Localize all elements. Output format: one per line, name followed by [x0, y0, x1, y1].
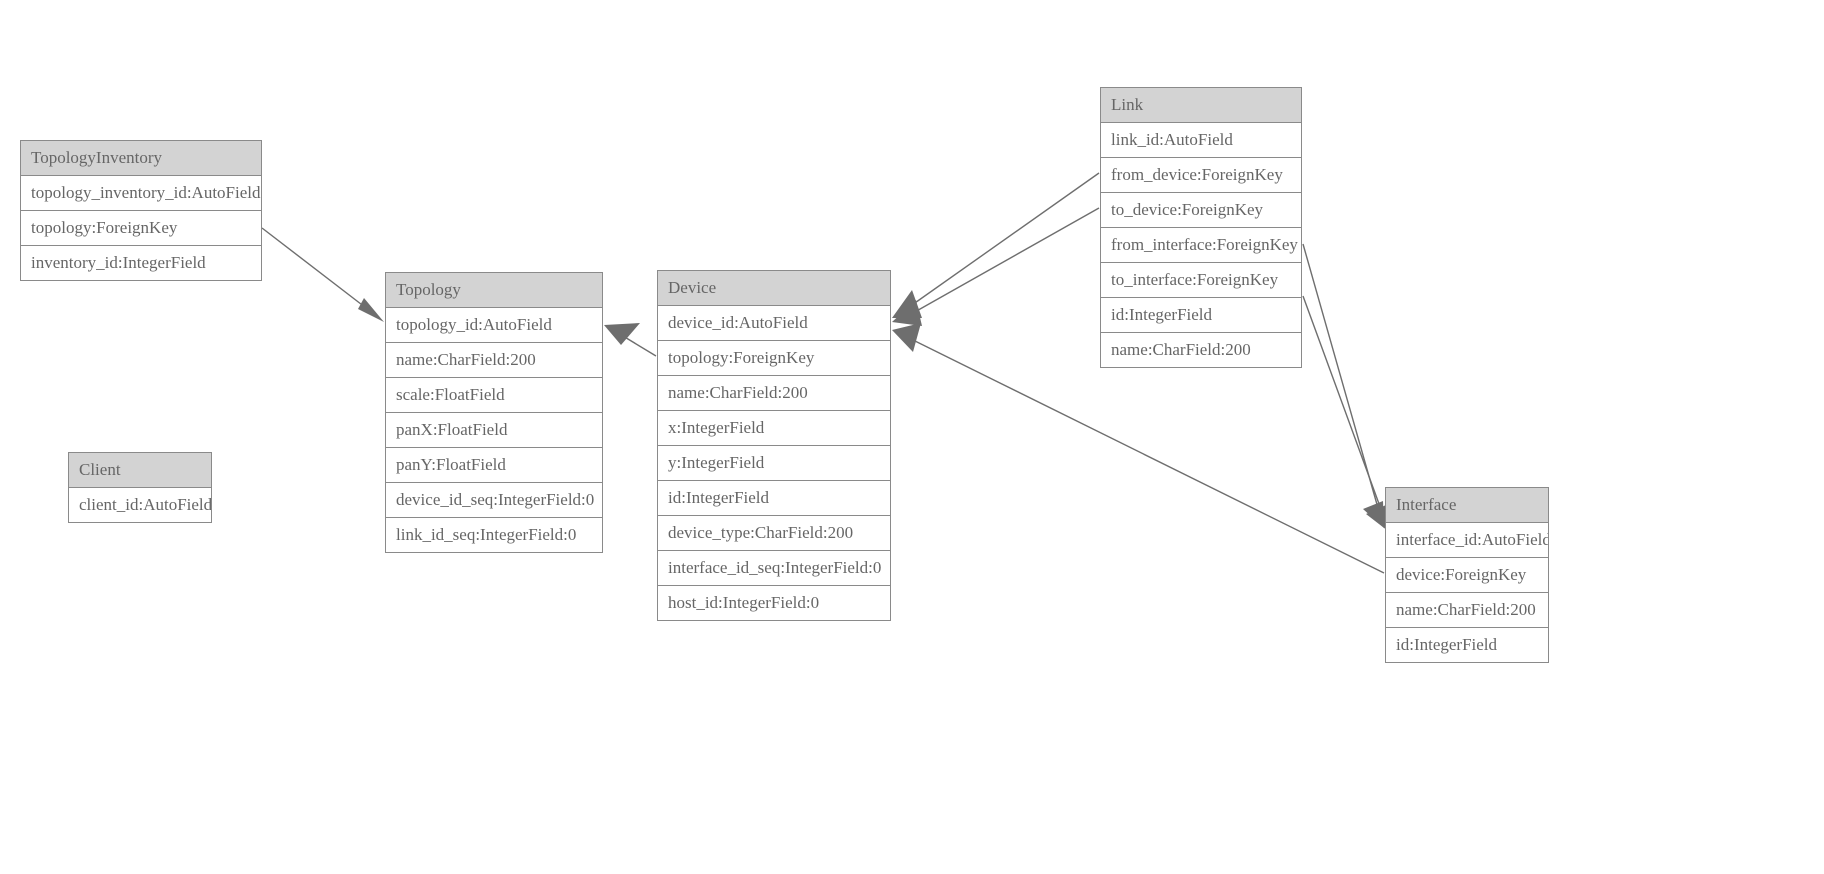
- entity-device[interactable]: Device device_id:AutoField topology:Fore…: [657, 270, 891, 621]
- entity-field: to_device:ForeignKey: [1101, 193, 1301, 228]
- entity-field: id:IntegerField: [1386, 628, 1548, 663]
- entity-field: from_device:ForeignKey: [1101, 158, 1301, 193]
- relation-link-to-device: [892, 207, 1100, 326]
- entity-title-link: Link: [1101, 88, 1301, 123]
- entity-field: name:CharField:200: [1386, 593, 1548, 628]
- entity-field: to_interface:ForeignKey: [1101, 263, 1301, 298]
- entity-field: id:IntegerField: [658, 481, 890, 516]
- entity-field: from_interface:ForeignKey: [1101, 228, 1301, 263]
- entity-field: name:CharField:200: [386, 343, 602, 378]
- entity-field: topology:ForeignKey: [21, 211, 261, 246]
- entity-field: client_id:AutoField: [69, 488, 211, 523]
- entity-title-client: Client: [69, 453, 211, 488]
- entity-field: topology:ForeignKey: [658, 341, 890, 376]
- entity-field: x:IntegerField: [658, 411, 890, 446]
- entity-title-device: Device: [658, 271, 890, 306]
- entity-topologyinventory[interactable]: TopologyInventory topology_inventory_id:…: [20, 140, 262, 281]
- entity-field: panX:FloatField: [386, 413, 602, 448]
- entity-title-topology: Topology: [386, 273, 602, 308]
- relation-link-from-interface: [1302, 243, 1384, 528]
- entity-interface[interactable]: Interface interface_id:AutoField device:…: [1385, 487, 1549, 663]
- relation-topologyinventory-topology: [261, 227, 384, 322]
- entity-field: inventory_id:IntegerField: [21, 246, 261, 281]
- entity-field: name:CharField:200: [658, 376, 890, 411]
- entity-field: interface_id_seq:IntegerField:0: [658, 551, 890, 586]
- entity-field: link_id:AutoField: [1101, 123, 1301, 158]
- entity-client[interactable]: Client client_id:AutoField: [68, 452, 212, 523]
- entity-title-topologyinventory: TopologyInventory: [21, 141, 261, 176]
- relation-device-topology: [604, 323, 657, 357]
- entity-field: scale:FloatField: [386, 378, 602, 413]
- entity-field: panY:FloatField: [386, 448, 602, 483]
- entity-link[interactable]: Link link_id:AutoField from_device:Forei…: [1100, 87, 1302, 368]
- relation-link-from-device: [892, 172, 1100, 318]
- entity-field: device_id:AutoField: [658, 306, 890, 341]
- entity-topology[interactable]: Topology topology_id:AutoField name:Char…: [385, 272, 603, 553]
- entity-field: host_id:IntegerField:0: [658, 586, 890, 621]
- entity-title-interface: Interface: [1386, 488, 1548, 523]
- entity-field: name:CharField:200: [1101, 333, 1301, 368]
- entity-field: device:ForeignKey: [1386, 558, 1548, 593]
- entity-field: topology_id:AutoField: [386, 308, 602, 343]
- entity-field: interface_id:AutoField: [1386, 523, 1548, 558]
- entity-field: topology_inventory_id:AutoField: [21, 176, 261, 211]
- entity-field: y:IntegerField: [658, 446, 890, 481]
- entity-field: device_type:CharField:200: [658, 516, 890, 551]
- entity-field: link_id_seq:IntegerField:0: [386, 518, 602, 553]
- relation-link-to-interface: [1302, 295, 1388, 531]
- entity-field: id:IntegerField: [1101, 298, 1301, 333]
- entity-field: device_id_seq:IntegerField:0: [386, 483, 602, 518]
